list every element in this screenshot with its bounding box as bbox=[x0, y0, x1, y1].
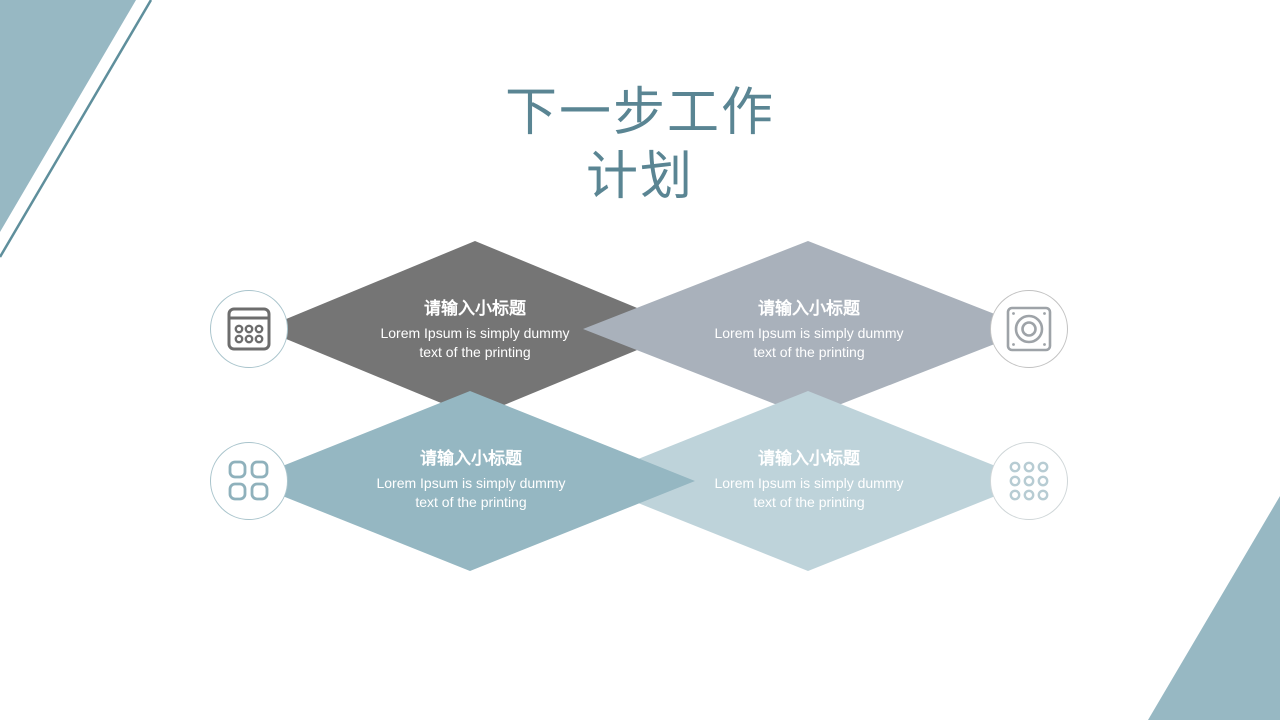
grid-nine-dots-icon bbox=[1009, 461, 1049, 501]
card-4: 请输入小标题 Lorem Ipsum is simply dummy text … bbox=[679, 447, 939, 512]
card-1-body-line-2: text of the printing bbox=[419, 344, 531, 360]
diamond-card-3 bbox=[245, 391, 695, 571]
card-2: 请输入小标题 Lorem Ipsum is simply dummy text … bbox=[679, 297, 939, 362]
card-1-title: 请输入小标题 bbox=[424, 299, 526, 319]
card-1: 请输入小标题 Lorem Ipsum is simply dummy text … bbox=[345, 297, 605, 362]
card-4-title: 请输入小标题 bbox=[758, 449, 860, 469]
card-3-title: 请输入小标题 bbox=[420, 449, 522, 469]
card-3-body-line-1: Lorem Ipsum is simply dummy bbox=[376, 475, 566, 491]
diamond-card-1 bbox=[262, 241, 688, 417]
card-4-body-line-2: text of the printing bbox=[753, 494, 865, 510]
speaker-icon bbox=[1006, 306, 1052, 352]
diamond-card-4 bbox=[583, 391, 1033, 571]
card-3-body-line-2: text of the printing bbox=[415, 494, 527, 510]
card-4-body-line-1: Lorem Ipsum is simply dummy bbox=[714, 475, 904, 491]
page-title-line-1: 下一步工作 bbox=[504, 83, 775, 143]
card-2-body-line-1: Lorem Ipsum is simply dummy bbox=[714, 325, 904, 341]
card-3: 请输入小标题 Lorem Ipsum is simply dummy text … bbox=[341, 447, 601, 512]
card-3-icon-circle bbox=[210, 442, 288, 520]
top-left-triangle bbox=[0, 0, 136, 232]
card-1-icon-circle bbox=[210, 290, 288, 368]
card-1-body-line-1: Lorem Ipsum is simply dummy bbox=[380, 325, 570, 341]
bottom-right-triangle bbox=[1148, 496, 1280, 720]
calendar-icon bbox=[227, 307, 271, 351]
card-4-icon-circle bbox=[990, 442, 1068, 520]
card-2-icon-circle bbox=[990, 290, 1068, 368]
page-title-line-2: 计划 bbox=[585, 147, 694, 207]
top-left-stripe bbox=[0, 0, 153, 258]
grid-four-icon bbox=[228, 460, 269, 501]
card-2-title: 请输入小标题 bbox=[758, 299, 860, 319]
card-2-body-line-2: text of the printing bbox=[753, 344, 865, 360]
diamond-card-2 bbox=[583, 241, 1033, 417]
